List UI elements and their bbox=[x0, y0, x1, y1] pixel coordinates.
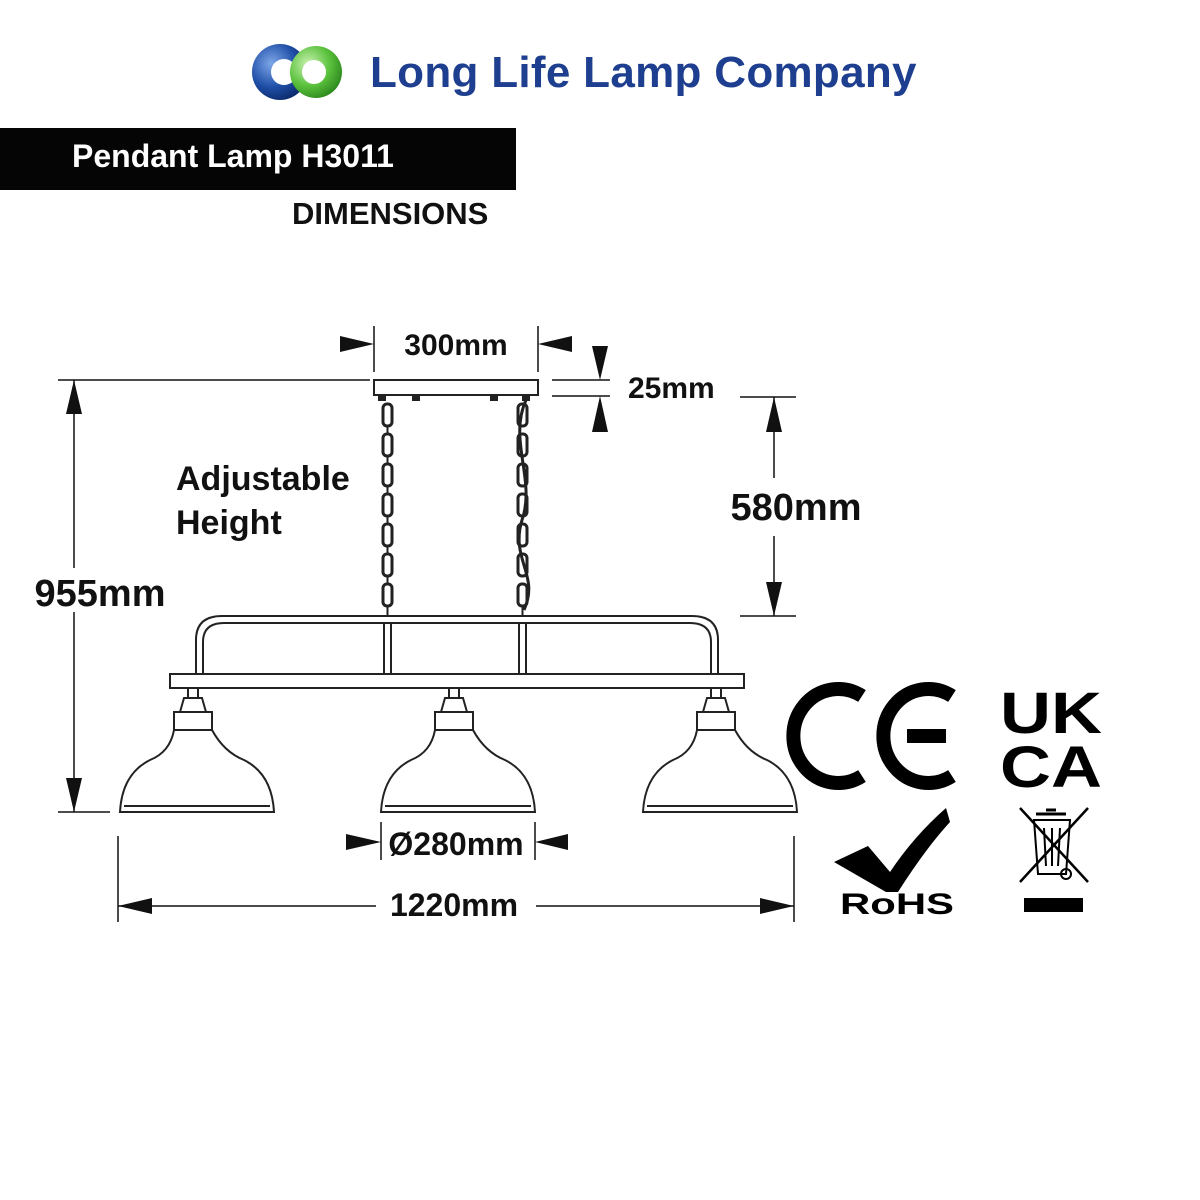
shade-diameter-label: Ø280mm bbox=[388, 826, 523, 862]
adjustable-label-line1: Adjustable bbox=[176, 460, 350, 498]
adjustable-label-line2: Height bbox=[176, 504, 282, 542]
dimension-chain-length: 580mm bbox=[731, 396, 862, 617]
dimension-shade-diameter: Ø280mm bbox=[346, 822, 568, 862]
chain-left bbox=[381, 402, 394, 616]
plate-thickness-label: 25mm bbox=[628, 372, 715, 405]
ceiling-plate bbox=[373, 379, 539, 401]
ukca-line2: CA bbox=[1000, 735, 1102, 800]
ukca-line1: UK bbox=[1000, 681, 1102, 746]
crossed-out-wheelie-bin-icon bbox=[1019, 807, 1089, 912]
lamp-shade-center bbox=[379, 687, 537, 813]
dimension-plate-thickness: 25mm bbox=[552, 346, 715, 432]
lamp-shade-right bbox=[641, 687, 799, 813]
company-name: Long Life Lamp Company bbox=[370, 48, 917, 97]
rohs-label: RoHS bbox=[840, 888, 954, 921]
total-width-label: 1220mm bbox=[390, 887, 518, 923]
dimension-total-width: 1220mm bbox=[117, 836, 795, 923]
ukca-mark: UK CA bbox=[1000, 681, 1102, 800]
rohs-mark: RoHS bbox=[834, 808, 954, 921]
section-subtitle: DIMENSIONS bbox=[292, 196, 489, 231]
product-title: Pendant Lamp H3011 bbox=[72, 138, 394, 174]
product-title-bar: Pendant Lamp H3011 bbox=[0, 128, 516, 190]
ce-mark: CE bbox=[786, 682, 956, 790]
lamp-shade-left bbox=[118, 687, 276, 813]
dimension-total-height: 955mm bbox=[35, 379, 370, 813]
total-height-label: 955mm bbox=[35, 573, 166, 615]
chain-length-label: 580mm bbox=[731, 487, 862, 529]
company-logo-icon bbox=[252, 44, 342, 100]
lamp-frame bbox=[169, 615, 745, 689]
brand-header: Long Life Lamp Company bbox=[250, 40, 970, 110]
dimension-plate-width: 300mm bbox=[340, 326, 572, 372]
checkmark-icon bbox=[834, 808, 950, 892]
plate-width-label: 300mm bbox=[404, 329, 507, 362]
power-cable bbox=[517, 399, 531, 611]
